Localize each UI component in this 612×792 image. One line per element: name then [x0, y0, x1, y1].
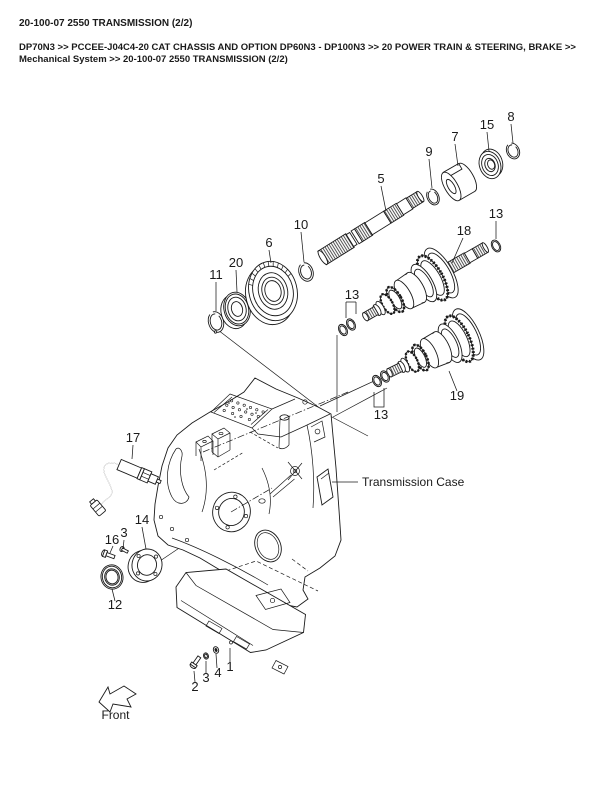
part-3-washer-lower	[203, 652, 209, 660]
callout-3-upper: 3	[120, 525, 127, 540]
gear-teeth	[248, 261, 292, 286]
part-13-rings-top	[490, 239, 502, 253]
front-arrow	[98, 685, 137, 713]
callout-5: 5	[377, 171, 384, 186]
front-label: Front	[101, 708, 130, 722]
callout-7: 7	[451, 129, 458, 144]
case-bosses	[195, 427, 231, 461]
part-7-gear	[440, 162, 478, 202]
breadcrumb-line1: DP70N3 >> PCCEE-J04C4-20 CAT CHASSIS AND…	[19, 42, 576, 53]
callout-4: 4	[214, 665, 221, 680]
callout-18: 18	[457, 223, 471, 238]
part-17-sensor	[89, 458, 162, 517]
callout-11: 11	[209, 267, 223, 282]
part-18-clutch-assembly	[348, 241, 489, 344]
part-3-washer-upper	[119, 546, 129, 554]
part-1-cover-plate	[175, 568, 306, 675]
part-14-flange	[127, 548, 163, 583]
part-9-snap-ring	[426, 188, 440, 206]
transmission-case-label: Transmission Case	[362, 475, 465, 489]
part-12-seal	[100, 564, 124, 590]
callout-10: 10	[294, 217, 308, 232]
callout-12: 12	[108, 597, 122, 612]
callouts: 8 15 7 9 5 13 18 10 6 20 11 13 19 13 17 …	[105, 109, 515, 694]
callout-15: 15	[480, 117, 494, 132]
callout-13-top: 13	[489, 206, 503, 221]
transmission-case	[153, 377, 349, 608]
sensor-connector	[89, 498, 106, 517]
breather-tube	[278, 414, 290, 450]
breadcrumb-line2: Mechanical System >> 20-100-07 2550 TRAN…	[19, 53, 288, 65]
shifter-mechanism	[258, 461, 303, 504]
part-15-bearing	[478, 148, 504, 180]
callout-6: 6	[265, 235, 272, 250]
callout-16: 16	[105, 532, 119, 547]
part-13-rings-bottom	[372, 370, 390, 388]
page-title: 20-100-07 2550 TRANSMISSION (2/2)	[19, 18, 193, 29]
part-20-bearing	[220, 291, 251, 330]
callout-13-middle: 13	[345, 287, 359, 302]
callout-3-lower: 3	[202, 670, 209, 685]
case-right-rib	[316, 468, 334, 506]
leader-lines	[109, 123, 514, 683]
callout-9: 9	[425, 144, 432, 159]
part-2-bolt	[189, 655, 202, 669]
callout-20: 20	[229, 255, 243, 270]
callout-14: 14	[135, 512, 149, 527]
callout-2: 2	[191, 679, 198, 694]
part-6-gear	[245, 260, 298, 326]
part-10-snap-ring	[298, 262, 314, 282]
part-19-clutch-assembly	[373, 302, 492, 401]
callout-19: 19	[450, 388, 464, 403]
callout-1: 1	[226, 659, 233, 674]
part-13-rings-middle	[338, 318, 356, 337]
valve-plate-holes	[222, 399, 265, 421]
part-8-snap-ring	[505, 142, 521, 160]
callout-8: 8	[507, 109, 514, 124]
part-4-washer	[212, 646, 220, 654]
part-16-bolt	[101, 549, 116, 560]
part-5-input-shaft	[317, 190, 425, 266]
callout-13-bottom: 13	[374, 407, 388, 422]
case-left-arm	[167, 447, 190, 504]
callout-17: 17	[126, 430, 140, 445]
breadcrumb: DP70N3 >> PCCEE-J04C4-20 CAT CHASSIS AND…	[19, 42, 594, 65]
